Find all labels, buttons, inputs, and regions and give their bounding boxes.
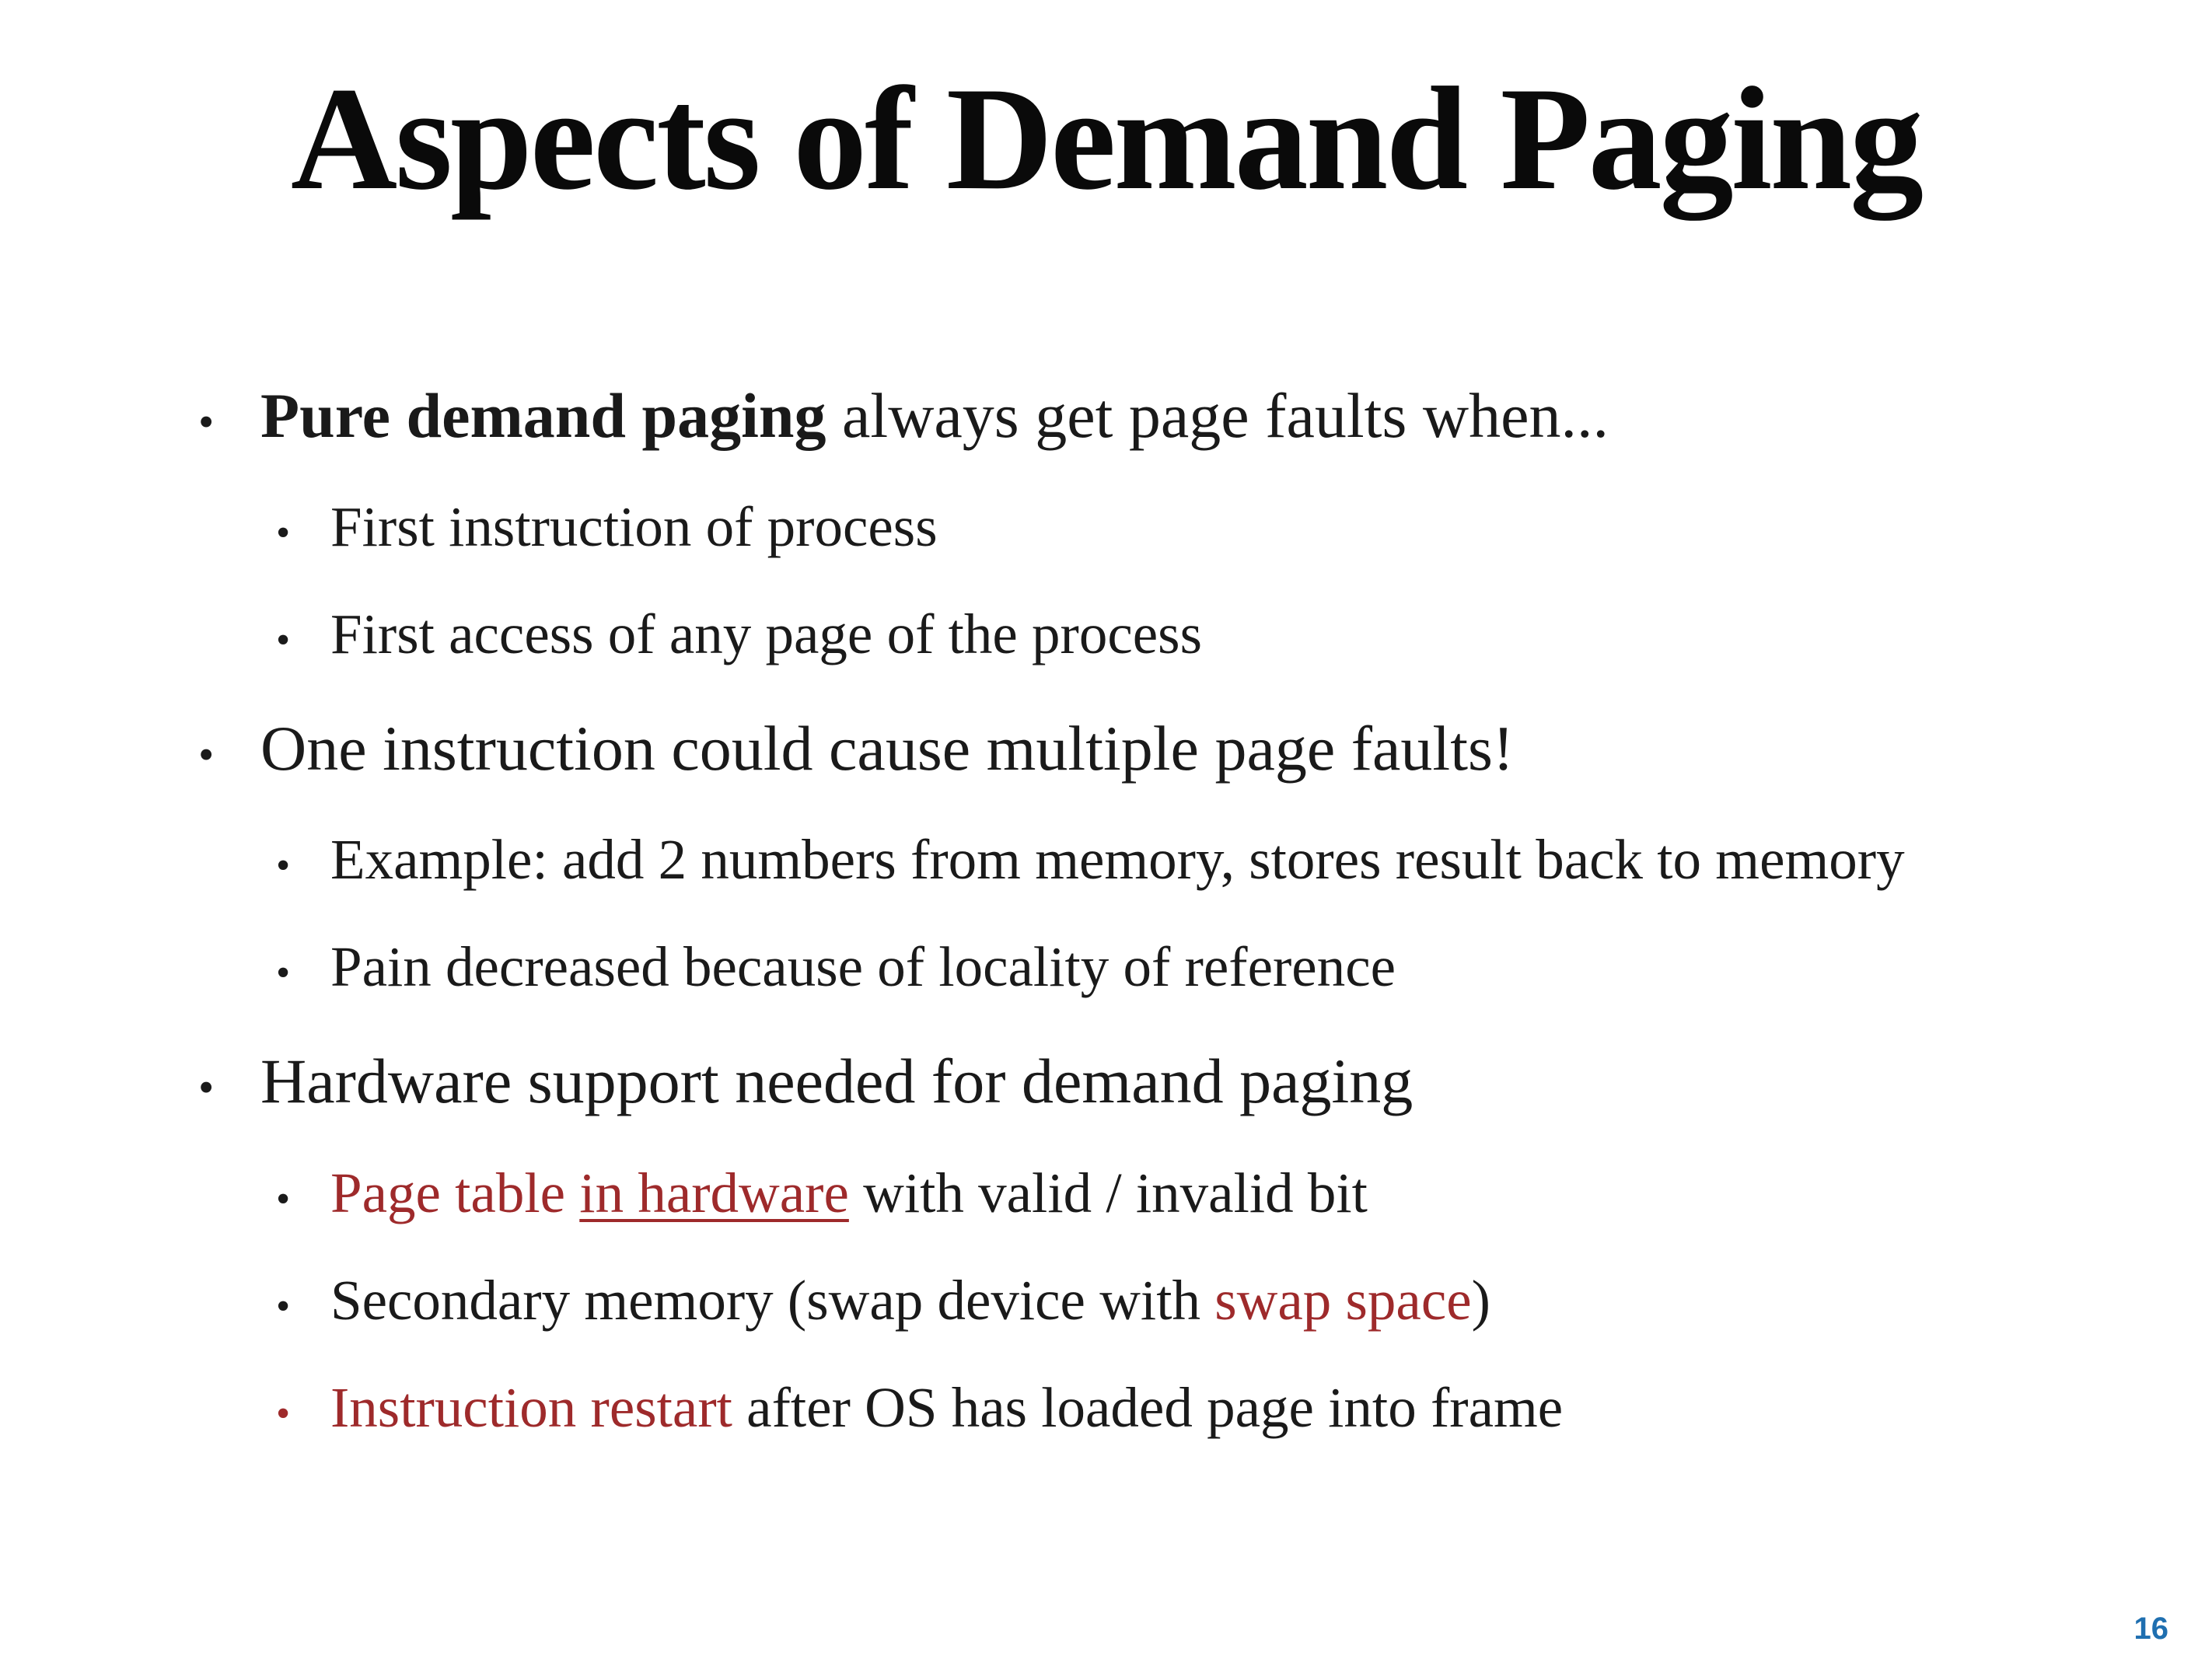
list-item-text: One instruction could cause multiple pag… <box>260 713 1515 784</box>
list-item-pure-demand-paging: • Pure demand paging always get page fau… <box>198 379 2126 452</box>
list-item-first-instruction: • First instruction of process <box>276 494 2126 560</box>
list-item-instruction-restart: • Instruction restart after OS has loade… <box>276 1375 2126 1441</box>
list-item-page-table: • Page table in hardware with valid / in… <box>276 1161 2126 1226</box>
bullet-icon: • <box>276 843 291 889</box>
list-item-secondary-memory: • Secondary memory (swap device with swa… <box>276 1268 2126 1333</box>
bold-lead-text: Pure demand paging <box>260 380 826 451</box>
list-item-text: First access of any page of the process <box>330 602 1202 666</box>
list-item-example-add: • Example: add 2 numbers from memory, st… <box>276 827 2126 892</box>
bullet-icon: • <box>198 729 215 781</box>
text-segment: ) <box>1471 1268 1490 1332</box>
list-item-text: Instruction restart after OS has loaded … <box>330 1375 2126 1441</box>
page-number: 16 <box>2133 1612 2169 1646</box>
list-item-text: Page table in hardware with valid / inva… <box>330 1161 2126 1226</box>
bullet-icon: • <box>198 396 215 447</box>
bullet-icon: • <box>276 951 291 996</box>
slide-title: Aspects of Demand Paging <box>290 58 1924 221</box>
list-item-first-access: • First access of any page of the proces… <box>276 602 2126 667</box>
in-hardware-link[interactable]: in hardware <box>579 1161 849 1224</box>
text-segment: always get page faults when... <box>826 380 1609 451</box>
list-item-hardware-support: • Hardware support needed for demand pag… <box>198 1045 2126 1118</box>
list-item-text: Secondary memory (swap device with swap … <box>330 1268 2126 1333</box>
list-item-text: Example: add 2 numbers from memory, stor… <box>330 828 1905 892</box>
list-item-text: Pain decreased because of locality of re… <box>330 935 1396 999</box>
text-segment-red: Instruction restart <box>330 1375 732 1439</box>
bullet-icon: • <box>276 1176 291 1221</box>
bullet-list: • Pure demand paging always get page fau… <box>198 334 2126 1440</box>
text-segment: after OS has loaded page into frame <box>732 1375 1564 1439</box>
list-item-text: First instruction of process <box>330 495 938 559</box>
list-item-text: Pure demand paging always get page fault… <box>260 379 2126 452</box>
list-item-pain-decreased: • Pain decreased because of locality of … <box>276 934 2126 1000</box>
bullet-icon: • <box>198 1062 215 1113</box>
text-segment: with valid / invalid bit <box>848 1161 1368 1224</box>
bullet-icon: • <box>276 1391 291 1436</box>
bullet-icon: • <box>276 511 291 556</box>
list-item-one-instruction: • One instruction could cause multiple p… <box>198 712 2126 785</box>
bullet-icon: • <box>276 618 291 663</box>
text-segment-red: swap space <box>1214 1268 1472 1332</box>
list-item-text: Hardware support needed for demand pagin… <box>260 1046 1414 1117</box>
text-segment: Secondary memory (swap device with <box>330 1268 1215 1332</box>
bullet-icon: • <box>276 1284 291 1329</box>
text-segment-red: Page table <box>330 1161 580 1224</box>
